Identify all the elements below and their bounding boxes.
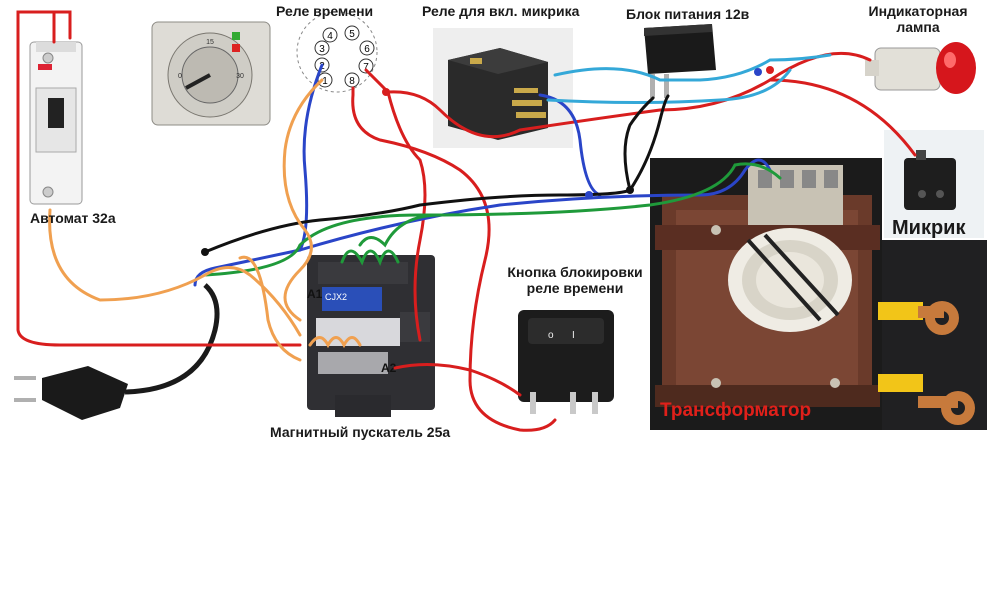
contactor-a1-label: A1 (307, 287, 323, 301)
psu-label: Блок питания 12в (626, 6, 750, 22)
time-relay-label: Реле времени (276, 3, 374, 19)
svg-text:5: 5 (349, 29, 355, 40)
micro-relay-image (433, 28, 573, 148)
svg-text:4: 4 (327, 31, 333, 42)
green-wires (203, 162, 782, 277)
svg-text:30: 30 (236, 73, 244, 80)
mains-plug-image (14, 283, 220, 420)
indicator-lamp-image (865, 42, 976, 94)
contactor-image: CJX2 (307, 255, 435, 417)
svg-text:1: 1 (322, 76, 328, 87)
svg-text:o: o (548, 330, 554, 341)
psu-image (644, 24, 716, 98)
microswitch-label: Микрик (892, 217, 966, 239)
rocker-button-image: o I (518, 310, 614, 414)
breaker-label: Автомат 32а (30, 210, 116, 226)
socket-pin: 4 (322, 27, 338, 43)
button-label: Кнопка блокировки реле времени (507, 264, 643, 296)
svg-text:15: 15 (206, 39, 214, 46)
socket-pin: 7 (358, 58, 374, 74)
svg-text:I: I (572, 330, 575, 341)
red-wires (16, 10, 917, 432)
contactor-label: Магнитный пускатель 25а (270, 424, 451, 440)
blue-wires (193, 53, 832, 287)
circuit-breaker-image (29, 41, 83, 205)
socket-pin: 5 (344, 25, 360, 41)
socket-pin: 6 (359, 40, 375, 56)
transformer-image (650, 158, 987, 430)
socket-pin: 3 (314, 40, 330, 56)
svg-text:8: 8 (349, 76, 355, 87)
black-wires (203, 94, 670, 254)
svg-text:6: 6 (364, 44, 370, 55)
svg-text:7: 7 (363, 62, 369, 73)
socket-pin: 8 (344, 72, 360, 88)
svg-text:CJX2: CJX2 (325, 292, 347, 302)
transformer-label: Трансформатор (660, 400, 812, 421)
svg-text:0: 0 (178, 73, 182, 80)
lamp-label: Индикаторная лампа (868, 3, 968, 35)
micro-relay-label: Реле для вкл. микрика (422, 3, 580, 19)
time-relay-image: 15 0 30 (151, 21, 271, 126)
svg-text:3: 3 (319, 44, 325, 55)
orange-wires (48, 78, 362, 362)
contactor-a2-label: A2 (381, 361, 397, 375)
relay-socket: 1 2 3 4 5 6 7 8 (296, 11, 378, 93)
microswitch-image (884, 130, 984, 238)
